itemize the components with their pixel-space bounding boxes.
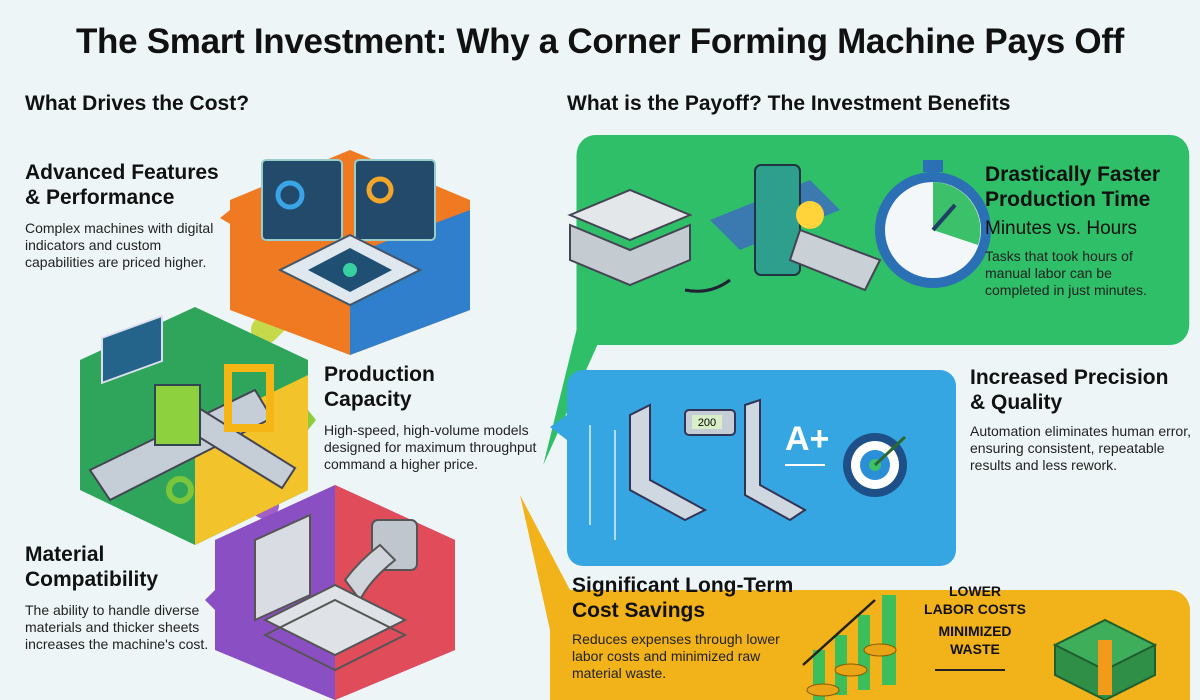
item-desc: materials and thicker sheets	[25, 619, 200, 635]
benefit-title: Significant Long-Term	[572, 574, 794, 597]
payoff-section-heading: What is the Payoff? The Investment Benef…	[567, 92, 1011, 115]
sheet-material-icon	[205, 485, 455, 700]
finished-corner-icon	[744, 398, 807, 522]
benefit-desc: Reduces expenses through lower	[572, 631, 780, 647]
page-title: The Smart Investment: Why a Corner Formi…	[75, 22, 1125, 61]
benefit-title: Increased Precision	[970, 366, 1169, 389]
benefit-title: Production Time	[985, 188, 1151, 211]
item-desc: The ability to handle diverse	[25, 602, 200, 618]
item-title: & Performance	[25, 186, 175, 209]
item-desc: command a higher price.	[324, 456, 479, 472]
caliper-reading: 200	[698, 417, 716, 429]
growth-chart-icon	[802, 595, 897, 700]
item-title: Material	[25, 543, 105, 566]
arrow-icon	[684, 278, 731, 293]
minimized-waste-label: MINIMIZED WASTE	[920, 622, 1030, 658]
item-desc: High-speed, high-volume models	[324, 422, 529, 438]
label-line: LOWER	[948, 583, 1002, 599]
item-desc: capabilities are priced higher.	[25, 254, 207, 270]
grade-label: A+	[785, 420, 829, 458]
benefit-faster: Drastically Faster Production Time Minut…	[985, 162, 1160, 299]
lower-labor-label: LOWER LABOR COSTS	[920, 582, 1030, 618]
corner-part-icon	[629, 403, 708, 522]
benefit-desc: ensuring consistent, repeatable	[970, 440, 1165, 456]
label-line: WASTE	[950, 641, 1000, 657]
cost-savings-panel	[520, 495, 1190, 700]
benefit-savings: Significant Long-Term Cost Savings Reduc…	[572, 573, 793, 682]
stopwatch-icon	[875, 160, 991, 288]
caliper-icon: 200	[684, 409, 736, 436]
benefit-desc: results and less rework.	[970, 457, 1118, 473]
benefit-desc: manual labor can be	[985, 265, 1112, 281]
item-title: Compatibility	[25, 568, 159, 591]
item-desc: increases the machine's cost.	[25, 636, 209, 652]
item-desc: indicators and custom	[25, 237, 162, 253]
label-line: LABOR COSTS	[924, 601, 1026, 617]
money-stack-icon	[1052, 618, 1158, 700]
item-desc: Complex machines with digital	[25, 220, 214, 236]
item-title: Capacity	[324, 388, 412, 411]
benefit-desc: completed in just minutes.	[985, 282, 1147, 298]
precision-panel: 200 A+	[550, 370, 956, 566]
benefit-title: Cost Savings	[572, 599, 706, 622]
forming-machine-icon	[710, 164, 882, 292]
benefit-title: & Quality	[970, 391, 1063, 414]
cost-item-features: Advanced Features & Performance Complex …	[25, 160, 219, 271]
cost-section-heading: What Drives the Cost?	[25, 92, 250, 115]
benefit-subtitle: Minutes vs. Hours	[985, 218, 1138, 239]
label-line: MINIMIZED	[938, 623, 1012, 639]
benefit-desc: Automation eliminates human error,	[970, 423, 1191, 439]
metal-sheets-icon	[567, 188, 693, 287]
benefit-desc: Tasks that took hours of	[985, 248, 1133, 264]
control-panel-icon	[220, 150, 470, 355]
item-title: Production	[324, 363, 435, 386]
benefit-precision: Increased Precision & Quality Automation…	[970, 365, 1191, 474]
item-title: Advanced Features	[25, 161, 219, 184]
blueprint-corner-icon	[589, 425, 616, 540]
item-desc: designed for maximum throughput	[324, 439, 537, 455]
conveyor-machine-icon	[80, 307, 316, 545]
benefit-title: Drastically Faster	[985, 163, 1161, 186]
benefit-desc: material waste.	[572, 665, 667, 681]
target-icon	[843, 433, 907, 497]
cost-item-material: Material Compatibility The ability to ha…	[25, 542, 208, 653]
benefit-desc: labor costs and minimized raw	[572, 648, 761, 664]
cost-item-capacity: Production Capacity High-speed, high-vol…	[324, 362, 536, 473]
faster-production-panel	[543, 135, 1190, 465]
